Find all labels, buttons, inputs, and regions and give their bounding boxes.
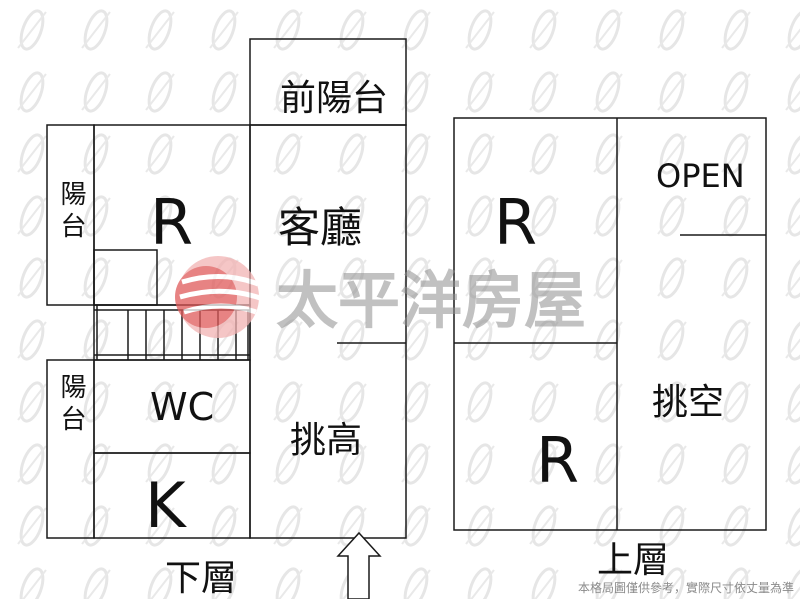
label-bedroom: R [150,186,193,259]
label-living-room: 客廳 [278,203,362,252]
label-front-balcony: 前陽台 [280,78,388,119]
label-bathroom: WC [150,385,214,429]
caption-lower-floor: 下層 [165,558,237,599]
brand-logo-icon [175,256,261,338]
label-void: 挑空 [652,382,724,423]
label-open-area: OPEN [656,157,745,195]
brand-name: 太平洋房屋 [276,264,586,337]
label-balcony-bottom: 陽台 [56,373,86,437]
label-bedroom-bottom: R [536,424,579,497]
caption-upper-floor: 上層 [597,540,669,581]
balcony-top-room [46,124,95,306]
label-kitchen: K [145,469,187,542]
entrance-arrow-icon [336,531,382,599]
brand-watermark: 太平洋房屋 [175,256,586,338]
lower-floor [46,38,407,539]
upper-floor [453,117,767,531]
upper-floor-outline [453,117,767,531]
disclaimer-text: 本格局圖僅供參考，實際尺寸依丈量為準 [578,580,794,595]
label-high-ceiling: 挑高 [290,420,362,461]
label-balcony-top: 陽台 [56,180,86,244]
kitchen-room [93,452,251,539]
label-bedroom-top: R [494,186,537,259]
